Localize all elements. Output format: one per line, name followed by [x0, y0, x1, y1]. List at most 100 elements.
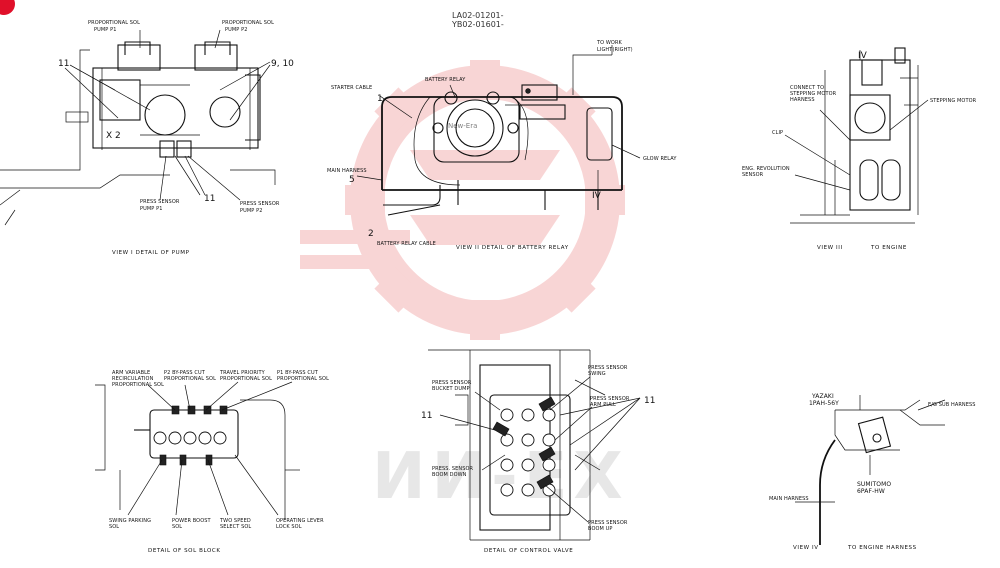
sol-block-caption: DETAIL OF SOL BLOCK	[148, 548, 221, 554]
sol-block-labels-swing-parking-0-label: SWING PARKING	[109, 518, 151, 524]
sol-block-labels-p1-bypass-1-label: PROPORTIONAL SOL	[277, 376, 329, 382]
svg-text:PROPORTIONAL SOL: PROPORTIONAL SOL	[164, 376, 216, 382]
corner-marker	[0, 0, 15, 15]
svg-text:SWING: SWING	[588, 371, 606, 377]
harness-caption-left: VIEW IV	[793, 545, 819, 551]
battery-view-labels-battery-relay-label: BATTERY RELAY	[425, 77, 466, 83]
pump-view-labels-sol-p2-0-label: PROPORTIONAL SOL	[222, 20, 274, 26]
svg-text:SUMITOMO: SUMITOMO	[857, 481, 891, 488]
control-valve-view: PRESS SENSOR BUCKET DUMP PRESS SENSOR SW…	[421, 349, 655, 554]
watermark-logo: New-Era	[300, 60, 625, 340]
svg-text:BOOM DOWN: BOOM DOWN	[432, 472, 467, 478]
sol-block-view: ARM VARIABLE RECIRCULATION PROPORTIONAL …	[95, 370, 329, 554]
svg-text:OPERATING LEVER: OPERATING LEVER	[276, 518, 324, 524]
engine-view-labels-eng-revolution-1-label: SENSOR	[742, 172, 764, 178]
engine-harness-view: YAZAKI 1PAH-56Y E/G SUB HARNESS SUMITOMO…	[769, 393, 976, 551]
svg-text:PUMP P1: PUMP P1	[140, 206, 163, 212]
pump-view-labels-sensor-p1-0-label: PRESS SENSOR	[140, 199, 180, 205]
svg-text:6PAF-HW: 6PAF-HW	[857, 488, 885, 495]
svg-text:PRESS SENSOR: PRESS SENSOR	[140, 199, 180, 205]
battery-view-labels-starter-cable-label: STARTER CABLE	[331, 85, 372, 91]
callout-iv: IV	[592, 191, 602, 201]
sol-block-labels-travel-priority-1-label: PROPORTIONAL SOL	[220, 376, 272, 382]
engine-view-labels-clip-label: CLIP	[772, 130, 783, 136]
svg-text:SELECT SOL: SELECT SOL	[220, 524, 251, 530]
engine-callout-iv: IV	[858, 51, 868, 61]
svg-text:PROPORTIONAL SOL: PROPORTIONAL SOL	[220, 376, 272, 382]
harness-caption-right: TO ENGINE HARNESS	[847, 545, 917, 551]
engine-harness-labels-sumitomo-0-label: SUMITOMO	[857, 481, 891, 488]
svg-text:YAZAKI: YAZAKI	[811, 393, 834, 400]
sol-block-labels-operating-lever-0-label: OPERATING LEVER	[276, 518, 324, 524]
control-valve-labels-bucket-dump-0-label: PRESS SENSOR	[432, 380, 472, 386]
sol-block-labels-power-boost-1-label: SOL	[172, 524, 182, 530]
pump-view-caption: VIEW I DETAIL OF PUMP	[112, 250, 190, 256]
control-valve-ports	[492, 396, 556, 497]
callout-x2: X 2	[106, 131, 121, 141]
sol-block-labels-power-boost-0-label: POWER BOOST	[172, 518, 212, 524]
engine-view-labels-stepping-harness-2-label: HARNESS	[790, 97, 815, 103]
serial-line-1: LA02-01201-	[452, 11, 504, 20]
valve-callout-11-left: 11	[421, 411, 432, 421]
svg-text:SWING PARKING: SWING PARKING	[109, 518, 151, 524]
svg-text:SENSOR: SENSOR	[742, 172, 764, 178]
svg-text:TWO SPEED: TWO SPEED	[219, 518, 251, 524]
engine-view-labels-eng-revolution-0-label: ENG. REVOLUTION	[742, 166, 790, 172]
sol-block-labels-arm-variable-0-label: ARM VARIABLE	[112, 370, 150, 376]
control-valve-labels-boom-up-1-label: BOOM UP	[588, 526, 613, 532]
control-valve-labels-swing-1-label: SWING	[588, 371, 606, 377]
svg-text:ARM PULL: ARM PULL	[590, 402, 616, 408]
control-valve-caption: DETAIL OF CONTROL VALVE	[484, 548, 573, 554]
svg-text:PUMP P2: PUMP P2	[225, 27, 248, 33]
pump-view-labels-sensor-p2-0-label: PRESS SENSOR	[240, 201, 280, 207]
svg-text:PROPORTIONAL SOL: PROPORTIONAL SOL	[222, 20, 274, 26]
engine-harness-labels-yazaki-1-label: 1PAH-56Y	[809, 400, 839, 407]
engine-view-labels-stepping-harness-0-label: CONNECT TO	[790, 85, 824, 91]
watermark-brand: New-Era	[448, 122, 477, 130]
engine-view-labels-stepping-harness-1-label: STEPPING MOTOR	[790, 91, 837, 97]
svg-text:PRESS SENSOR: PRESS SENSOR	[588, 520, 628, 526]
engine-harness-labels-sumitomo-1-label: 6PAF-HW	[857, 488, 885, 495]
svg-text:PRESS SENSOR: PRESS SENSOR	[590, 396, 630, 402]
svg-text:SOL: SOL	[172, 524, 182, 530]
control-valve-labels-arm-pull-1-label: ARM PULL	[590, 402, 616, 408]
sol-block-labels-operating-lever-1-label: LOCK SOL	[276, 524, 302, 530]
serial-line-2: YB02-01601-	[451, 20, 504, 29]
engine-view-labels-stepping-motor-label: STEPPING MOTOR	[930, 98, 977, 104]
sol-block-labels-arm-variable-1-label: RECIRCULATION	[112, 376, 154, 382]
callout-1: 1	[377, 94, 383, 104]
battery-view-labels-main-harness-label: MAIN HARNESS	[327, 168, 367, 174]
svg-text:HARNESS: HARNESS	[790, 97, 815, 103]
watermark-text: ИИ-EX	[372, 440, 629, 514]
svg-text:TRAVEL PRIORITY: TRAVEL PRIORITY	[219, 370, 266, 376]
sol-block-labels-two-speed-0-label: TWO SPEED	[219, 518, 251, 524]
svg-text:BUCKET DUMP: BUCKET DUMP	[432, 386, 470, 392]
svg-text:SOL: SOL	[109, 524, 119, 530]
engine-harness-labels-sub-harness-label: E/G SUB HARNESS	[928, 402, 976, 408]
callout-2: 2	[368, 229, 374, 239]
pump-view-labels-sol-p1-0-label: PROPORTIONAL SOL	[88, 20, 140, 26]
battery-view-labels-battery-relay-cable-label: BATTERY RELAY CABLE	[377, 241, 436, 247]
callout-11-bottom: 11	[204, 194, 215, 204]
svg-text:1PAH-56Y: 1PAH-56Y	[809, 400, 839, 407]
engine-view-caption-left: VIEW III	[817, 245, 843, 251]
engine-view-caption-right: TO ENGINE	[870, 245, 907, 251]
pump-view-labels-sensor-p2-1-label: PUMP P2	[240, 208, 263, 214]
svg-text:PROPORTIONAL SOL: PROPORTIONAL SOL	[88, 20, 140, 26]
sol-block-labels-arm-variable-2-label: PROPORTIONAL SOL	[112, 382, 164, 388]
svg-text:PRESS. SENSOR: PRESS. SENSOR	[432, 466, 474, 472]
engine-harness-labels-main-harness-label: MAIN HARNESS	[769, 496, 809, 502]
svg-text:TO WORK: TO WORK	[596, 40, 623, 46]
control-valve-labels-boom-down-1-label: BOOM DOWN	[432, 472, 467, 478]
svg-text:PRESS SENSOR: PRESS SENSOR	[240, 201, 280, 207]
control-valve-labels-boom-down-0-label: PRESS. SENSOR	[432, 466, 474, 472]
svg-text:STEPPING MOTOR: STEPPING MOTOR	[790, 91, 837, 97]
svg-text:RECIRCULATION: RECIRCULATION	[112, 376, 154, 382]
svg-text:BOOM UP: BOOM UP	[588, 526, 613, 532]
control-valve-labels-boom-up-0-label: PRESS SENSOR	[588, 520, 628, 526]
svg-text:PUMP P2: PUMP P2	[240, 208, 263, 214]
svg-text:PROPORTIONAL SOL: PROPORTIONAL SOL	[112, 382, 164, 388]
pump-view: PROPORTIONAL SOL PUMP P1 PROPORTIONAL SO…	[0, 20, 294, 256]
